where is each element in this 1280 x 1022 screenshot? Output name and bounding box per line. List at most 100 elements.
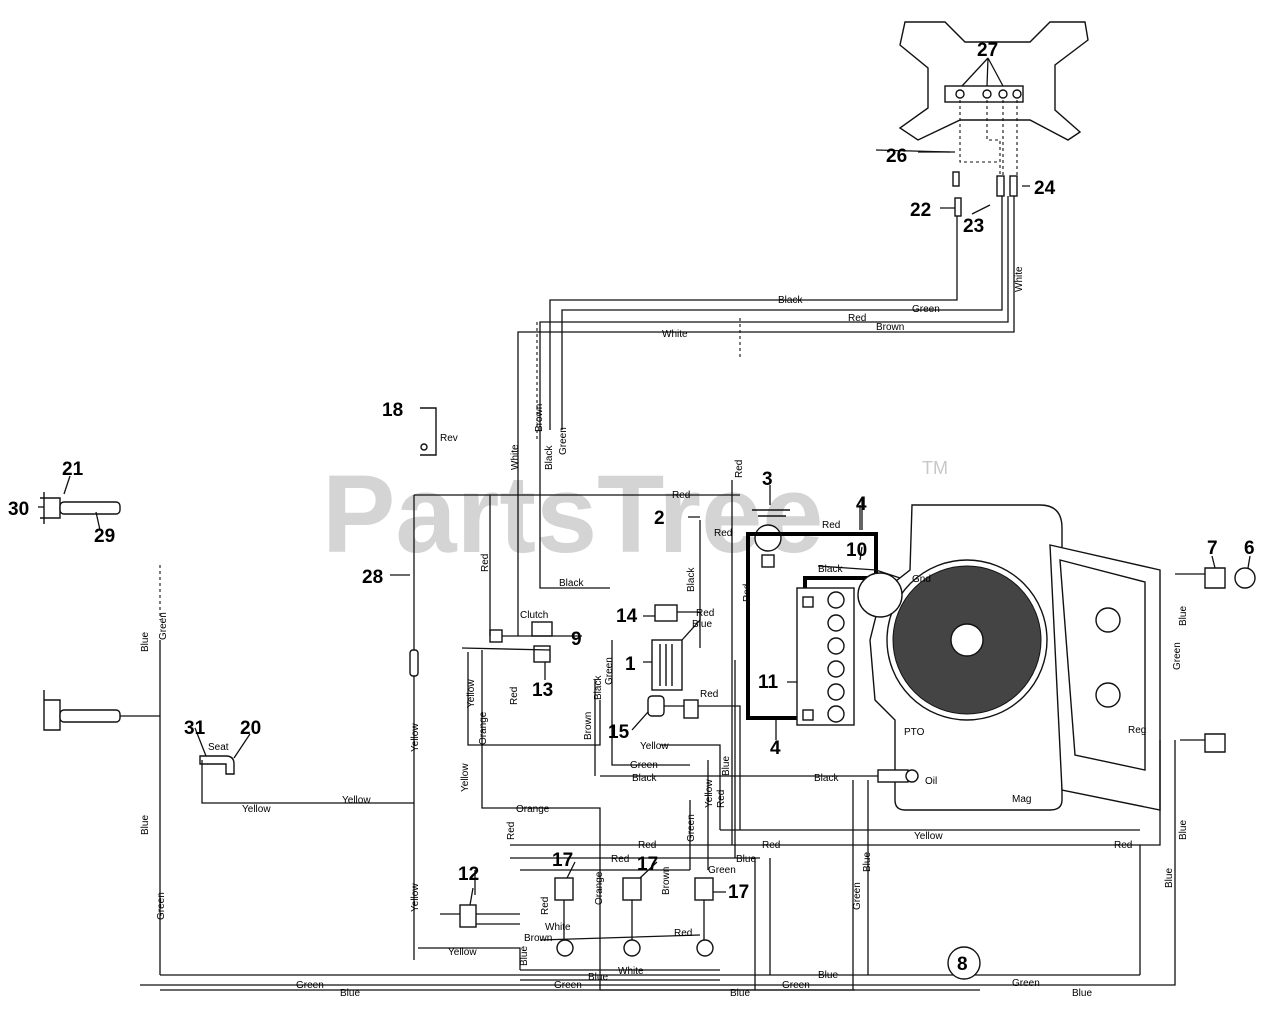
watermark-tm: TM — [922, 458, 948, 478]
label-blue-14: Blue — [692, 619, 712, 630]
callout-17-c: 17 — [728, 882, 749, 903]
label-black-oil: Black — [814, 773, 839, 784]
label-blue-vertical-right: Blue — [721, 756, 732, 776]
label-brown-17: Brown — [661, 867, 672, 895]
label-blue-bottom: Blue — [340, 988, 360, 999]
label-red-low-2: Red — [1114, 840, 1132, 851]
label-red-right: Red — [638, 840, 656, 851]
label-clutch: Clutch — [520, 610, 548, 621]
label-yellow-vertical-13: Yellow — [466, 679, 477, 708]
callout-2: 2 — [654, 508, 665, 529]
label-white-right: White — [1014, 266, 1025, 292]
label-green-horizontal-15: Green — [630, 760, 658, 771]
label-red-low: Red — [762, 840, 780, 851]
callout-17-a: 17 — [552, 850, 573, 871]
label-red-horizontal-17: Red — [674, 928, 692, 939]
label-green-top: Green — [912, 304, 940, 315]
callout-27: 27 — [977, 40, 998, 61]
label-blue-bottom-4: Blue — [1072, 988, 1092, 999]
label-yellow-mid: Yellow — [460, 763, 471, 792]
label-yellow-seat: Yellow — [242, 804, 271, 815]
callout-4-top: 4 — [856, 494, 867, 515]
label-red-vertical-right: Red — [716, 790, 727, 808]
label-green-vertical-mid: Green — [852, 882, 863, 910]
label-orange-17: Orange — [594, 871, 605, 905]
callout-22: 22 — [910, 200, 931, 221]
label-red-4: Red — [822, 520, 840, 531]
label-pto: PTO — [904, 727, 925, 738]
label-reg: Reg — [1128, 725, 1146, 736]
label-red-15: Red — [700, 689, 718, 700]
label-mag: Mag — [1012, 794, 1031, 805]
label-black-vertical-2: Black — [686, 567, 697, 592]
label-blue-bottom-3: Blue — [818, 970, 838, 981]
callout-31: 31 — [184, 718, 206, 739]
callout-17-b: 17 — [637, 854, 658, 875]
label-red-14: Red — [696, 608, 714, 619]
label-yellow-vertical-2: Yellow — [410, 883, 421, 912]
label-white-horizontal-17: White — [618, 966, 644, 977]
label-green-vertical-2: Green — [604, 657, 615, 685]
callout-7: 7 — [1207, 538, 1218, 559]
label-white-12: White — [545, 922, 571, 933]
label-red-vertical-mid: Red — [742, 584, 753, 602]
label-green-vertical: Green — [558, 427, 569, 455]
label-yellow-vertical-28: Yellow — [410, 723, 421, 752]
label-red-horizontal-top: Red — [672, 490, 690, 501]
label-black-left: Black — [559, 578, 584, 589]
label-blue-left-2: Blue — [140, 815, 151, 835]
callout-23: 23 — [963, 216, 984, 237]
label-green-right: Green — [1172, 642, 1183, 670]
callout-6: 6 — [1244, 538, 1255, 559]
label-red-top: Red — [848, 313, 866, 324]
label-orange-vertical: Orange — [478, 711, 489, 745]
label-brown-12: Brown — [524, 933, 552, 944]
callout-1: 1 — [625, 654, 636, 675]
label-rev: Rev — [440, 433, 458, 444]
label-red-vertical-9: Red — [480, 554, 491, 572]
label-red-12b: Red — [540, 897, 551, 915]
label-gnd: Gnd — [912, 574, 931, 585]
label-black-horizontal-15: Black — [632, 773, 657, 784]
label-brown-vertical: Brown — [534, 404, 545, 432]
label-yellow-12: Yellow — [448, 947, 477, 958]
label-blue-right: Blue — [1178, 606, 1189, 626]
label-yellow-low: Yellow — [914, 831, 943, 842]
label-black-vertical: Black — [544, 445, 555, 470]
callout-30: 30 — [8, 499, 29, 520]
label-black-top: Black — [778, 295, 803, 306]
callout-29: 29 — [94, 526, 115, 547]
label-yellow-hv: Yellow — [704, 779, 715, 808]
label-blue-bottom-5: Blue — [1164, 868, 1175, 888]
label-red-vertical-top: Red — [734, 460, 745, 478]
engine — [857, 504, 1161, 811]
callout-12: 12 — [458, 864, 479, 885]
headlight-bracket — [898, 21, 1089, 141]
callout-24: 24 — [1034, 178, 1056, 199]
label-orange-horizontal: Orange — [516, 804, 550, 815]
label-blue-horizontal-17: Blue — [588, 972, 608, 983]
callout-20: 20 — [240, 718, 261, 739]
label-blue-left: Blue — [140, 632, 151, 652]
label-red-vertical-13: Red — [509, 687, 520, 705]
callout-4-bottom: 4 — [770, 738, 781, 759]
label-green-left: Green — [158, 612, 169, 640]
label-yellow-28: Yellow — [342, 795, 371, 806]
label-green-bottom-2: Green — [554, 980, 582, 991]
label-green-bottom-4: Green — [1012, 978, 1040, 989]
label-black-vertical-15: Black — [593, 675, 604, 700]
label-blue-17: Blue — [736, 854, 756, 865]
label-green-left-2: Green — [156, 892, 167, 920]
label-green-vertical-right: Green — [686, 814, 697, 842]
callout-28: 28 — [362, 567, 383, 588]
label-brown-top: Brown — [876, 322, 904, 333]
label-green-bottom: Green — [296, 980, 324, 991]
label-red-2: Red — [714, 528, 732, 539]
callout-26: 26 — [886, 146, 907, 167]
label-blue-right-2: Blue — [1178, 820, 1189, 840]
label-blue-vertical-mid: Blue — [862, 852, 873, 872]
callout-14: 14 — [616, 606, 638, 627]
label-green-17: Green — [708, 865, 736, 876]
label-brown-vertical-15: Brown — [583, 712, 594, 740]
